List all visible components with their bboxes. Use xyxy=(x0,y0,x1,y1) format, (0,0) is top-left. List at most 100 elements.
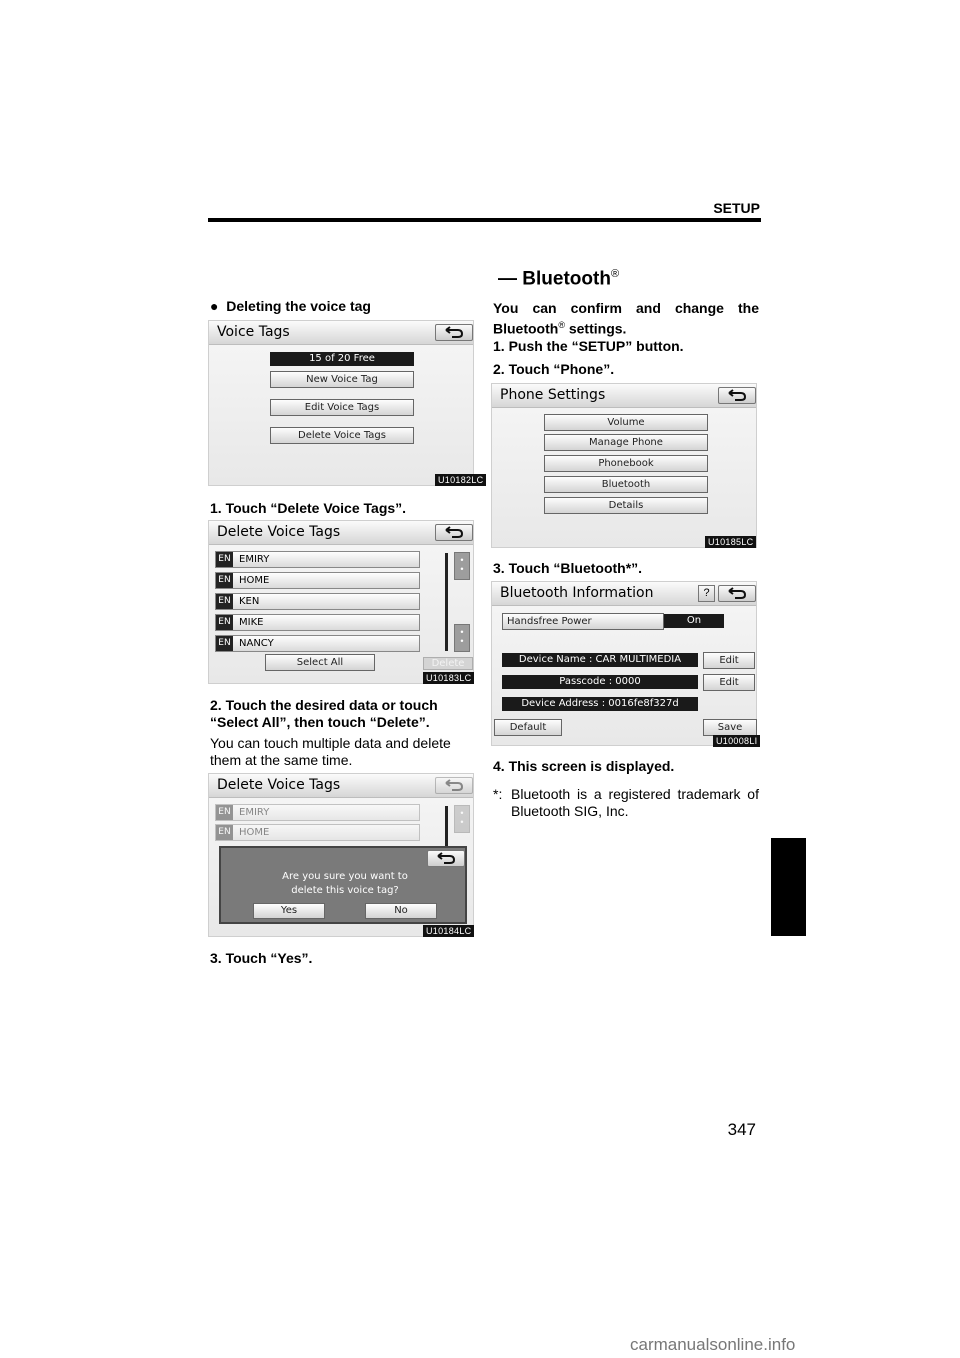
voice-tag-row[interactable]: EN HOME xyxy=(215,572,420,589)
scroll-up-button: •• xyxy=(454,805,470,833)
registered-mark: ® xyxy=(610,268,620,280)
bullet-heading-text: Deleting the voice tag xyxy=(226,298,371,314)
delete-voice-tags-screen: Delete Voice Tags EN EMIRY EN HOME EN KEN E… xyxy=(208,520,475,684)
screen-title: Bluetooth Information xyxy=(500,585,654,601)
footnote-line-2: Bluetooth SIG, Inc. xyxy=(511,803,629,819)
step-3-text: 3. Touch “Yes”. xyxy=(210,950,313,966)
step-4-text: 4. This screen is displayed. xyxy=(493,758,675,774)
bullet-heading: ● Deleting the voice tag xyxy=(210,298,371,315)
intro-line-2: Bluetooth® settings. xyxy=(493,317,626,338)
bluetooth-button[interactable]: Bluetooth xyxy=(544,476,708,493)
handsfree-power-value: On xyxy=(664,614,724,628)
section-heading-text: — Bluetooth xyxy=(498,268,611,290)
save-button[interactable]: Save xyxy=(703,719,757,736)
select-all-button[interactable]: Select All xyxy=(265,654,375,671)
step-1-text: 1. Touch “Delete Voice Tags”. xyxy=(210,500,407,516)
header-rule xyxy=(208,218,761,222)
language-badge: EN xyxy=(216,552,233,567)
figure-code: U10008LI xyxy=(713,735,761,747)
back-button[interactable] xyxy=(435,777,473,794)
scrollbar xyxy=(445,806,448,846)
bluetooth-info-screen: Bluetooth Information ? Handsfree Power … xyxy=(491,581,761,747)
screen-title: Delete Voice Tags xyxy=(217,524,341,540)
voice-tag-name: EMIRY xyxy=(239,554,270,565)
voice-tag-name: HOME xyxy=(239,575,270,586)
back-button[interactable] xyxy=(718,387,756,404)
screen-header: Phone Settings xyxy=(492,384,756,408)
delete-voice-tags-button[interactable]: Delete Voice Tags xyxy=(270,427,414,444)
intro-line-1: You can confirm and change the xyxy=(493,300,759,316)
confirm-dialog: Are you sure you want to delete this voi… xyxy=(219,846,467,924)
new-voice-tag-button[interactable]: New Voice Tag xyxy=(270,371,414,388)
dialog-message-line-2: delete this voice tag? xyxy=(291,885,399,896)
handsfree-power-button[interactable]: Handsfree Power xyxy=(502,613,664,630)
language-badge: EN xyxy=(216,573,233,588)
intro-settings: settings. xyxy=(564,320,627,337)
step-2-note: You can touch multiple data and delete t… xyxy=(210,735,451,768)
voice-tags-screen: Voice Tags 15 of 20 Free New Voice Tag E… xyxy=(208,320,487,486)
registered-mark: ® xyxy=(558,320,565,330)
intro-bluetooth: Bluetooth xyxy=(493,320,559,337)
edit-device-name-button[interactable]: Edit xyxy=(703,652,755,669)
step-2-text: 2. Touch “Phone”. xyxy=(493,361,615,377)
return-arrow-icon xyxy=(728,587,747,599)
section-heading: — Bluetooth® xyxy=(498,268,619,290)
voice-tag-name: KEN xyxy=(239,596,260,607)
details-button[interactable]: Details xyxy=(544,497,708,514)
language-badge: EN xyxy=(216,594,233,609)
default-button[interactable]: Default xyxy=(494,719,562,736)
screen-header: Delete Voice Tags xyxy=(209,774,473,798)
voice-tag-name: HOME xyxy=(239,827,270,838)
help-button[interactable]: ? xyxy=(698,585,715,602)
phonebook-button[interactable]: Phonebook xyxy=(544,455,708,472)
edit-passcode-button[interactable]: Edit xyxy=(703,674,755,691)
figure-code: U10183LC xyxy=(423,672,475,684)
delete-button[interactable]: Delete xyxy=(423,657,473,670)
back-button[interactable] xyxy=(435,524,473,541)
return-arrow-icon xyxy=(445,326,464,338)
screen-header: Bluetooth Information ? xyxy=(492,582,756,606)
page-number: 347 xyxy=(727,1120,756,1139)
watermark: carmanualsonline.info xyxy=(630,1335,796,1354)
screen-header: Voice Tags xyxy=(209,321,473,345)
voice-tag-name: EMIRY xyxy=(239,807,270,818)
screen-title: Delete Voice Tags xyxy=(217,777,341,793)
delete-confirm-screen: Delete Voice Tags EN EMIRY EN HOME •• Are … xyxy=(208,773,475,937)
free-slots-label: 15 of 20 Free xyxy=(270,352,414,366)
figure-code: U10185LC xyxy=(705,536,757,548)
figure-code: U10182LC xyxy=(435,474,487,486)
return-arrow-icon xyxy=(437,852,456,864)
no-button[interactable]: No xyxy=(365,903,437,919)
section-header: SETUP xyxy=(713,200,760,216)
manage-phone-button[interactable]: Manage Phone xyxy=(544,434,708,451)
back-button[interactable] xyxy=(718,585,756,602)
language-badge: EN xyxy=(216,636,233,651)
screen-title: Voice Tags xyxy=(217,324,290,340)
figure-code: U10184LC xyxy=(423,925,475,937)
scroll-down-button[interactable]: •• xyxy=(454,624,470,652)
return-arrow-icon xyxy=(445,526,464,538)
screen-header: Delete Voice Tags xyxy=(209,521,473,545)
yes-button[interactable]: Yes xyxy=(253,903,325,919)
bullet-icon: ● xyxy=(210,298,219,314)
return-arrow-icon xyxy=(728,389,747,401)
volume-button[interactable]: Volume xyxy=(544,414,708,431)
voice-tag-row[interactable]: EN KEN xyxy=(215,593,420,610)
chapter-tab-marker xyxy=(771,838,806,936)
voice-tag-row[interactable]: EN NANCY xyxy=(215,635,420,652)
edit-voice-tags-button[interactable]: Edit Voice Tags xyxy=(270,399,414,416)
device-name: Device Name : CAR MULTIMEDIA xyxy=(502,653,698,667)
language-badge: EN xyxy=(216,825,233,840)
back-button[interactable] xyxy=(435,324,473,341)
voice-tag-row: EN HOME xyxy=(215,824,420,841)
voice-tag-row[interactable]: EN EMIRY xyxy=(215,551,420,568)
scroll-up-button[interactable]: •• xyxy=(454,552,470,580)
step-1-text: 1. Push the “SETUP” button. xyxy=(493,338,684,354)
scrollbar[interactable] xyxy=(445,553,448,651)
dialog-back-button[interactable] xyxy=(427,850,465,867)
dialog-message: Are you sure you want to delete this voi… xyxy=(221,870,469,898)
screen-title: Phone Settings xyxy=(500,387,606,403)
step-3-text: 3. Touch “Bluetooth*”. xyxy=(493,560,643,576)
voice-tag-name: NANCY xyxy=(239,638,274,649)
